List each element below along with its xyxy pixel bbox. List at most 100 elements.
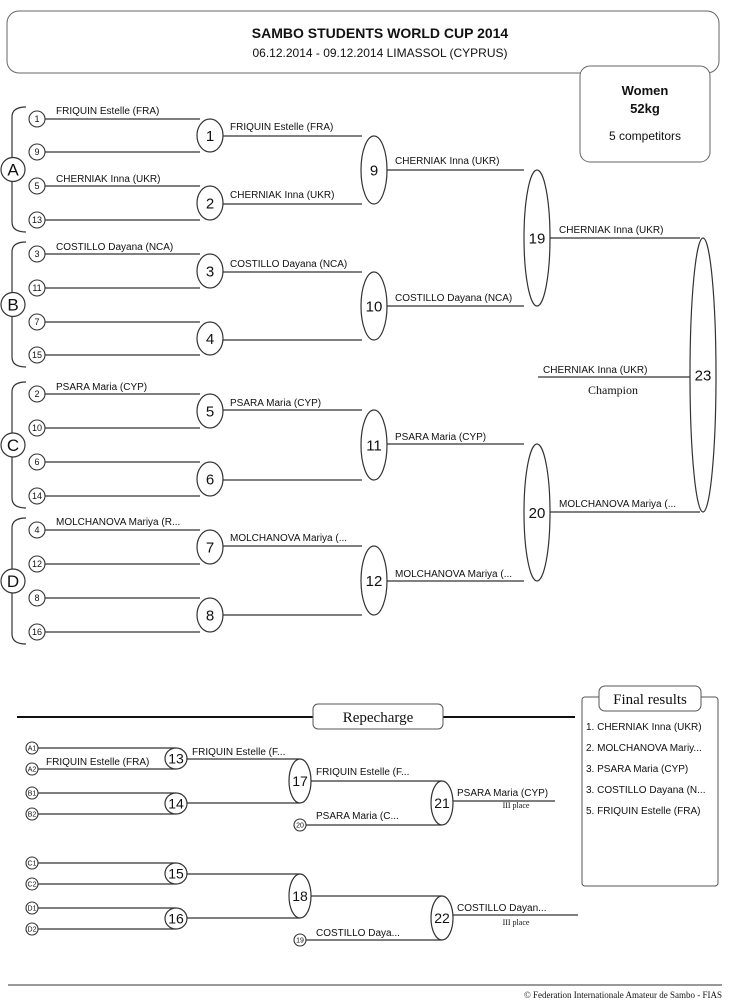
match-12: 12 — [360, 545, 388, 616]
svg-text:2: 2 — [206, 195, 214, 212]
seed-4: 4 — [28, 521, 46, 539]
seed-9: 9 — [28, 143, 46, 161]
svg-text:16: 16 — [32, 627, 42, 637]
svg-text:7: 7 — [34, 317, 39, 327]
svg-text:6: 6 — [34, 457, 39, 467]
rep-match-16: 16 — [164, 907, 188, 930]
result-5: 5. FRIQUIN Estelle (FRA) — [586, 806, 700, 817]
winner-match-5: PSARA Maria (CYP) — [230, 398, 321, 409]
svg-text:3: 3 — [34, 249, 39, 259]
svg-text:8: 8 — [206, 607, 214, 624]
svg-text:1: 1 — [206, 128, 214, 145]
entrant-seed-1: FRIQUIN Estelle (FRA) — [56, 106, 159, 117]
svg-text:16: 16 — [168, 911, 184, 927]
result-2: 2. MOLCHANOVA Mariy... — [586, 743, 702, 754]
svg-text:C2: C2 — [28, 882, 37, 889]
svg-text:9: 9 — [370, 162, 378, 179]
svg-text:4: 4 — [34, 525, 39, 535]
seed-7: 7 — [28, 313, 46, 331]
pool-B: B — [0, 291, 26, 318]
match-2: 2 — [196, 185, 224, 221]
match-8: 8 — [196, 597, 224, 633]
entrant-seed-3: COSTILLO Dayana (NCA) — [56, 242, 173, 253]
seed-10: 10 — [28, 419, 46, 437]
svg-text:A: A — [7, 161, 19, 180]
category-box — [579, 65, 711, 163]
champion-label: Champion — [588, 383, 638, 397]
seed-5: 5 — [28, 177, 46, 195]
svg-text:14: 14 — [168, 796, 184, 812]
svg-text:D1: D1 — [28, 906, 37, 913]
svg-text:21: 21 — [434, 795, 450, 811]
match-6: 6 — [196, 461, 224, 497]
svg-text:12: 12 — [32, 559, 42, 569]
winner-match-7: MOLCHANOVA Mariya (... — [230, 533, 347, 544]
match-5: 5 — [196, 393, 224, 429]
repechage-lines — [32, 747, 578, 941]
header-box — [6, 10, 720, 74]
rep-match-13: 13 — [164, 747, 188, 770]
seed-11: 11 — [28, 279, 46, 297]
svg-text:15: 15 — [168, 866, 184, 882]
seed-8: 8 — [28, 589, 46, 607]
category-weight: 52kg — [630, 101, 660, 116]
svg-text:17: 17 — [292, 773, 308, 789]
repechage-seed-19-name: COSTILLO Daya... — [316, 928, 400, 939]
seed-14: 14 — [28, 487, 46, 505]
rep-match-18: 18 — [288, 873, 312, 919]
repechage-title: Repecharge — [343, 710, 414, 726]
seed-13: 13 — [28, 211, 46, 229]
event-title: SAMBO STUDENTS WORLD CUP 2014 — [252, 25, 509, 41]
rep-seed-A1: A1 — [25, 741, 39, 755]
match-7: 7 — [196, 529, 224, 565]
repechage-entrant-a2: FRIQUIN Estelle (FRA) — [46, 757, 149, 768]
match-19: 19 — [523, 169, 551, 307]
seed-12: 12 — [28, 555, 46, 573]
svg-text:B2: B2 — [28, 812, 37, 819]
result-3b: 3. COSTILLO Dayana (N... — [586, 785, 706, 796]
repechage-winner-22: COSTILLO Dayan... — [457, 903, 546, 914]
repechage-winner-13: FRIQUIN Estelle (F... — [192, 747, 285, 758]
svg-text:A2: A2 — [28, 767, 37, 774]
svg-text:23: 23 — [695, 367, 712, 384]
svg-text:14: 14 — [32, 491, 42, 501]
svg-text:5: 5 — [206, 403, 214, 420]
svg-text:1: 1 — [34, 114, 39, 124]
winner-match-2: CHERNIAK Inna (UKR) — [230, 190, 334, 201]
rep-seed-19: 19 — [293, 933, 307, 947]
svg-text:2: 2 — [34, 389, 39, 399]
match-11: 11 — [360, 409, 388, 481]
winner-match-3: COSTILLO Dayana (NCA) — [230, 259, 347, 270]
bracket-lines — [11, 106, 700, 645]
repechage-22-place: III place — [503, 918, 530, 927]
svg-text:13: 13 — [32, 215, 42, 225]
svg-text:B1: B1 — [28, 791, 37, 798]
entrant-seed-4: MOLCHANOVA Mariya (R... — [56, 517, 180, 528]
svg-text:13: 13 — [168, 751, 184, 767]
svg-text:D: D — [7, 572, 19, 591]
svg-text:C1: C1 — [28, 861, 37, 868]
rep-seed-B1: B1 — [25, 786, 39, 800]
svg-text:11: 11 — [32, 283, 41, 293]
result-3a: 3. PSARA Maria (CYP) — [586, 764, 688, 775]
seed-1: 1 — [28, 110, 46, 128]
repechage-seed-20-name: PSARA Maria (C... — [316, 811, 399, 822]
repechage-winner-21: PSARA Maria (CYP) — [457, 788, 548, 799]
rep-match-22: 22 — [430, 895, 454, 941]
rep-seed-A2: A2 — [25, 762, 39, 776]
svg-text:8: 8 — [34, 593, 39, 603]
svg-text:22: 22 — [434, 910, 450, 926]
pool-A: A — [0, 156, 26, 183]
result-1: 1. CHERNIAK Inna (UKR) — [586, 722, 702, 733]
svg-text:19: 19 — [529, 230, 546, 247]
winner-match-19: CHERNIAK Inna (UKR) — [559, 225, 663, 236]
competitor-count: 5 competitors — [609, 129, 681, 143]
winner-match-12: MOLCHANOVA Mariya (... — [395, 569, 512, 580]
entrant-seed-2: PSARA Maria (CYP) — [56, 382, 147, 393]
winner-match-20: MOLCHANOVA Mariya (... — [559, 499, 676, 510]
rep-seed-C2: C2 — [25, 877, 39, 891]
svg-text:19: 19 — [296, 938, 304, 945]
svg-text:3: 3 — [206, 263, 214, 280]
